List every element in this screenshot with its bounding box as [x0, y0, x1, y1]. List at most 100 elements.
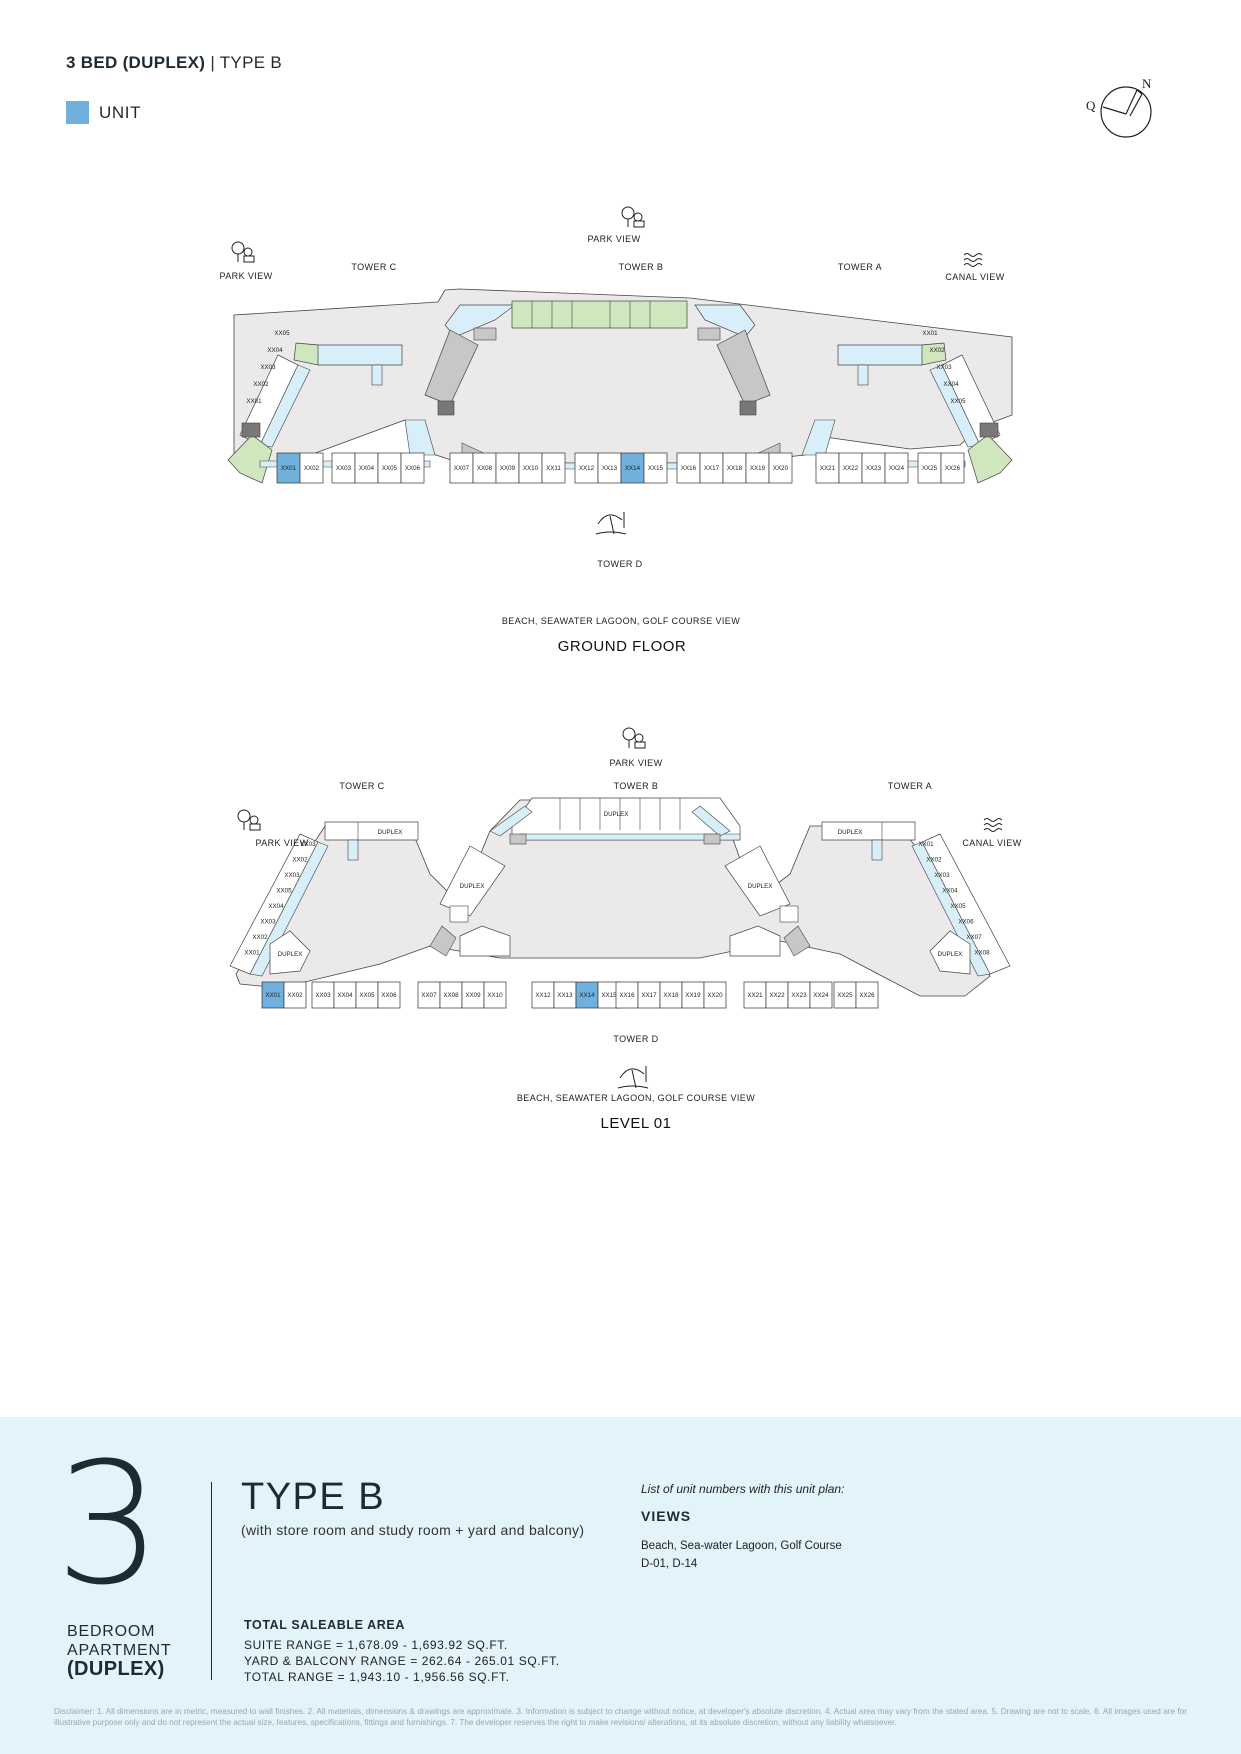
- gf-unit: XX03: [331, 452, 356, 484]
- l1-unit-label: XX25: [837, 992, 853, 999]
- legend-swatch: [66, 101, 89, 124]
- floor-name: LEVEL 01: [601, 1115, 672, 1132]
- bedroom-line-1: BEDROOM: [67, 1623, 156, 1640]
- duplex-label: DUPLEX: [838, 829, 863, 836]
- tower-b-label: TOWER B: [619, 262, 664, 272]
- l1-unit-label: XX26: [859, 992, 875, 999]
- l1-unit-label: XX01: [265, 992, 281, 999]
- gf-unit-label: XX23: [866, 465, 882, 472]
- legend-label: UNIT: [99, 102, 142, 122]
- compass-icon: N Q: [1082, 74, 1162, 144]
- l1-unit: XX15: [597, 981, 621, 1009]
- park-view-top-label: PARK VIEW: [610, 758, 663, 768]
- gf-tower-a-unit-label: XX04: [943, 381, 959, 388]
- gf-unit-label: XX19: [750, 465, 766, 472]
- footer-panel: [0, 1417, 1241, 1754]
- gf-unit-label: XX16: [681, 465, 697, 472]
- tower-d-label: TOWER D: [597, 559, 642, 569]
- l1-unit: XX26: [855, 981, 879, 1009]
- l1-tower-a-unit-label: XX08: [974, 950, 990, 957]
- duplex-label: DUPLEX: [278, 951, 303, 958]
- gf-tower-a-unit-label: XX05: [950, 398, 966, 405]
- gf-tower-c-unit-label: XX01: [246, 398, 262, 405]
- plan-title-separator: |: [210, 53, 216, 72]
- l1-unit: XX05: [355, 981, 379, 1009]
- l1-tower-c-unit-label: XX05: [276, 888, 292, 895]
- l1-unit: XX13: [553, 981, 577, 1009]
- tower-a-label: TOWER A: [888, 781, 932, 791]
- l1-unit: XX18: [659, 981, 683, 1009]
- l1-tower-c-unit-label: XX02: [252, 934, 268, 941]
- tree-icon: [237, 809, 261, 831]
- gf-unit: XX09: [495, 452, 520, 484]
- gf-unit: XX19: [745, 452, 770, 484]
- l1-tower-c-unit-label: XX03: [284, 872, 300, 879]
- gf-unit-label: XX02: [304, 465, 320, 472]
- l1-unit: XX14: [575, 981, 599, 1009]
- l1-unit-label: XX18: [663, 992, 679, 999]
- bottom-view-label: BEACH, SEAWATER LAGOON, GOLF COURSE VIEW: [502, 616, 740, 626]
- gf-unit: XX10: [518, 452, 543, 484]
- duplex-label: DUPLEX: [938, 951, 963, 958]
- beach-umbrella-icon: [617, 1066, 649, 1089]
- gf-unit-label: XX10: [523, 465, 539, 472]
- gf-unit-label: XX14: [625, 465, 641, 472]
- park-view-left-label: PARK VIEW: [256, 838, 309, 848]
- gf-unit: XX13: [597, 452, 622, 484]
- views-description: Beach, Sea-water Lagoon, Golf Course: [641, 1540, 842, 1552]
- gf-tower-a-unit-label: XX03: [936, 364, 952, 371]
- l1-tower-c-unit-label: XX03: [260, 919, 276, 926]
- l1-unit-label: XX06: [381, 992, 397, 999]
- area-title: TOTAL SALEABLE AREA: [244, 1618, 405, 1632]
- plan-title-bold: 3 BED (DUPLEX): [66, 53, 206, 72]
- gf-unit: XX24: [884, 452, 909, 484]
- gf-unit-label: XX11: [546, 465, 561, 472]
- gf-unit: XX16: [676, 452, 701, 484]
- l1-unit-label: XX22: [769, 992, 785, 999]
- gf-tower-c-unit-label: XX03: [260, 364, 276, 371]
- canal-view-label: CANAL VIEW: [945, 272, 1004, 282]
- duplex-label: DUPLEX: [748, 883, 773, 890]
- gf-tower-c-unit-label: XX02: [253, 381, 269, 388]
- gf-unit: XX04: [354, 452, 379, 484]
- l1-unit-label: XX16: [619, 992, 635, 999]
- gf-unit-label: XX09: [500, 465, 516, 472]
- l1-unit-label: XX14: [579, 992, 595, 999]
- tower-c-label: TOWER C: [339, 781, 384, 791]
- gf-unit-label: XX25: [922, 465, 938, 472]
- l1-unit: XX17: [637, 981, 661, 1009]
- gf-unit-label: XX01: [281, 465, 297, 472]
- yard-balcony-range: YARD & BALCONY RANGE = 262.64 - 265.01 S…: [244, 1654, 560, 1668]
- gf-unit: XX08: [472, 452, 497, 484]
- compass-q-label: Q: [1086, 98, 1096, 113]
- bottom-view-label: BEACH, SEAWATER LAGOON, GOLF COURSE VIEW: [517, 1093, 755, 1103]
- l1-unit-label: XX20: [707, 992, 723, 999]
- l1-unit: XX19: [681, 981, 705, 1009]
- park-view-top-label: PARK VIEW: [588, 234, 641, 244]
- wave-icon: [983, 818, 1003, 832]
- l1-unit: XX07: [417, 981, 441, 1009]
- views-unit-numbers: D-01, D-14: [641, 1558, 698, 1570]
- canal-view-label: CANAL VIEW: [962, 838, 1021, 848]
- tower-c-label: TOWER C: [351, 262, 396, 272]
- l1-unit-label: XX05: [359, 992, 375, 999]
- l1-unit: XX24: [809, 981, 833, 1009]
- gf-unit: XX26: [940, 452, 965, 484]
- duplex-label: DUPLEX: [460, 883, 485, 890]
- l1-tower-a-unit-label: XX07: [966, 934, 982, 941]
- l1-unit: XX08: [439, 981, 463, 1009]
- gf-unit-label: XX04: [359, 465, 375, 472]
- views-title: VIEWS: [641, 1508, 692, 1524]
- l1-unit-label: XX10: [487, 992, 503, 999]
- gf-tower-a-unit-label: XX01: [922, 330, 938, 337]
- gf-unit-label: XX13: [602, 465, 618, 472]
- tower-d-label: TOWER D: [613, 1034, 658, 1044]
- l1-unit: XX23: [787, 981, 811, 1009]
- gf-unit-label: XX22: [843, 465, 859, 472]
- wave-icon: [963, 253, 983, 267]
- gf-unit: XX07: [449, 452, 474, 484]
